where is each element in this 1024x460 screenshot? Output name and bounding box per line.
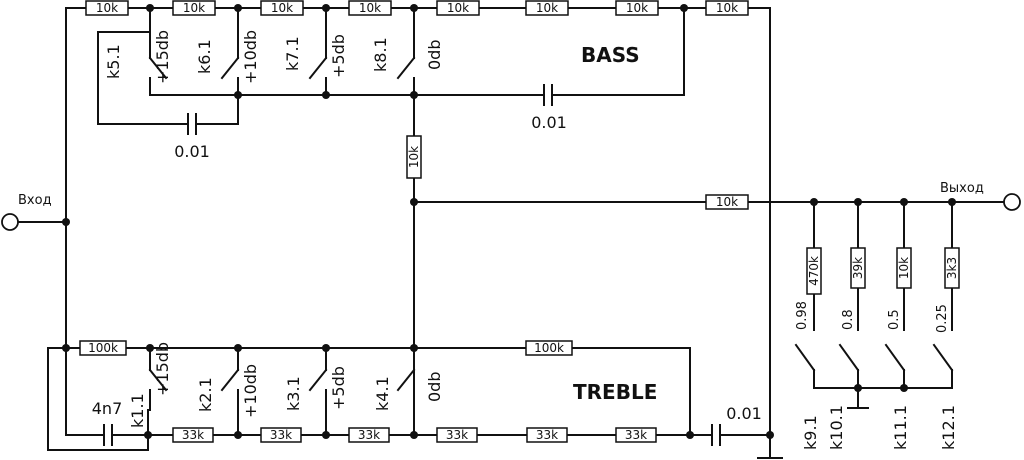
bass-resistor-2: [172, 0, 216, 16]
output-terminal: [1003, 193, 1021, 211]
bass-resistor-8: [705, 0, 749, 16]
treble-cap-2-value: 0.01: [726, 404, 762, 423]
treble-resistor-4: [436, 427, 478, 443]
treble-resistor-1: [172, 427, 214, 443]
bass-resistor-2-value: 10k: [183, 1, 205, 15]
bass-resistor-3: [260, 0, 304, 16]
bass-switch-4-level: 0db: [425, 40, 444, 71]
tap-resistor-2-value: 39k: [851, 257, 865, 279]
bass-resistor-5: [436, 0, 480, 16]
junction-dots: [62, 4, 956, 439]
tap-4-factor: 0.25: [935, 304, 950, 333]
bass-title: BASS: [581, 43, 640, 67]
bass-resistor-7-value: 10k: [626, 1, 648, 15]
treble-switch-2-level: +10db: [241, 364, 260, 418]
treble-resistor-2: [260, 427, 302, 443]
treble-top-resistor-1: [79, 340, 127, 356]
bass-resistor-5-value: 10k: [447, 1, 469, 15]
treble-top-resistor-1-value: 100k: [88, 341, 118, 355]
treble-top-resistor-2: [525, 340, 573, 356]
bass-resistor-6-value: 10k: [536, 1, 558, 15]
output-resistor-value: 10k: [716, 195, 738, 209]
treble-resistor-3-value: 33k: [358, 428, 380, 442]
bass-resistor-chain: 10k 10k 10k 10k 10k 10k 10k 10k: [85, 0, 749, 16]
treble-switch-4-name: k4.1: [373, 376, 392, 411]
bass-resistor-1: [85, 0, 129, 16]
bass-switch-2-level: +10db: [241, 30, 260, 84]
tap-resistor-3-value: 10k: [897, 257, 911, 279]
bass-switch-4-name: k8.1: [371, 37, 390, 72]
bass-resistor-3-value: 10k: [271, 1, 293, 15]
treble-top-resistors: 100k 100k: [79, 340, 573, 356]
center-resistor-value: 10k: [407, 146, 421, 168]
tap-resistor-1: [806, 247, 822, 295]
bass-resistor-4-value: 10k: [359, 1, 381, 15]
treble-title: TREBLE: [573, 380, 657, 404]
tap-3-switch: k11.1: [891, 405, 910, 450]
bass-cap-1-value: 0.01: [174, 142, 210, 161]
bass-switch-1-level: +15db: [153, 30, 172, 84]
tap-1-factor: 0.98: [795, 301, 810, 330]
output-tap-resistors: 470k 39k 10k 3k3: [806, 247, 960, 295]
tap-3-factor: 0.5: [887, 309, 902, 330]
treble-switch-1-name: k1.1: [128, 393, 147, 428]
bass-switch-3-level: +5db: [329, 34, 348, 78]
tap-resistor-2: [850, 247, 866, 289]
output-label: Выход: [940, 181, 984, 196]
switch-blades: [148, 56, 954, 392]
treble-resistor-6-value: 33k: [625, 428, 647, 442]
treble-resistor-2-value: 33k: [270, 428, 292, 442]
treble-resistor-chain: 33k 33k 33k 33k 33k 33k: [172, 427, 657, 443]
treble-resistor-1-value: 33k: [182, 428, 204, 442]
treble-switch-3-level: +5db: [329, 366, 348, 410]
treble-switch-4-level: 0db: [425, 372, 444, 403]
bass-switch-2-name: k6.1: [195, 39, 214, 74]
bass-resistor-4: [348, 0, 392, 16]
bass-resistor-6: [525, 0, 569, 16]
treble-switch-1-level: +15db: [153, 342, 172, 396]
bass-resistor-1-value: 10k: [96, 1, 118, 15]
tap-resistor-3: [896, 247, 912, 289]
tap-1-switch: k9.1: [801, 415, 820, 450]
capacitors: [103, 84, 721, 446]
tap-4-switch: k12.1: [939, 405, 958, 450]
treble-resistor-4-value: 33k: [446, 428, 468, 442]
treble-resistor-3: [348, 427, 390, 443]
center-resistor: [406, 135, 422, 179]
bass-cap-2-value: 0.01: [531, 113, 567, 132]
bass-switch-3-name: k7.1: [283, 36, 302, 71]
tap-2-switch: k10.1: [827, 405, 846, 450]
treble-switch-3-name: k3.1: [284, 376, 303, 411]
tap-resistor-4-value: 3k3: [945, 257, 959, 279]
tap-resistor-4: [944, 247, 960, 289]
input-terminal: [1, 213, 19, 231]
treble-resistor-5-value: 33k: [536, 428, 558, 442]
bass-resistor-7: [615, 0, 659, 16]
treble-resistor-6: [615, 427, 657, 443]
center-resistor-group: 10k 10k: [406, 135, 749, 210]
output-resistor: [705, 194, 749, 210]
treble-switch-2-name: k2.1: [196, 377, 215, 412]
tap-2-factor: 0.8: [841, 309, 856, 330]
treble-resistor-5: [526, 427, 568, 443]
bass-switch-1-name: k5.1: [104, 44, 123, 79]
input-label: Вход: [18, 193, 52, 208]
bass-resistor-8-value: 10k: [716, 1, 738, 15]
treble-top-resistor-2-value: 100k: [534, 341, 564, 355]
treble-cap-1-value: 4n7: [92, 399, 123, 418]
tap-resistor-1-value: 470k: [807, 256, 821, 286]
